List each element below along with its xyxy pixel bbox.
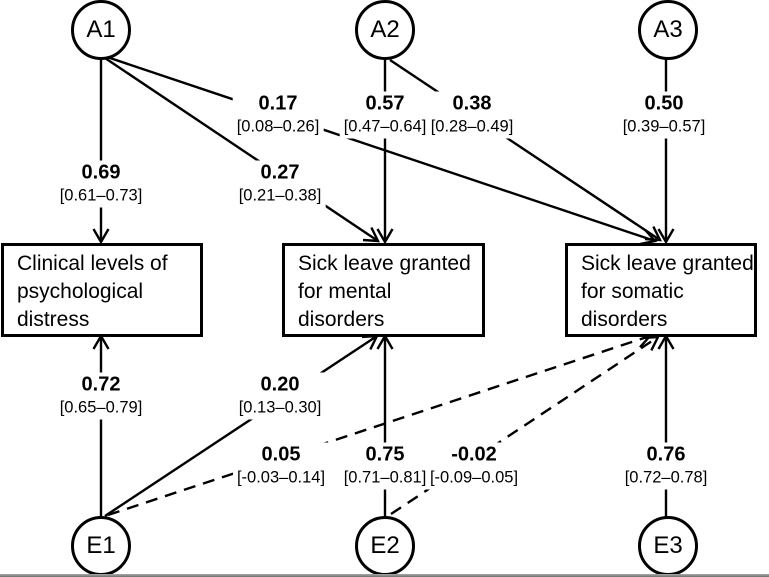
estimate-value: 0.72 <box>81 373 121 396</box>
confidence-interval: [-0.09–0.05] <box>429 468 519 487</box>
confidence-interval: [0.61–0.73] <box>59 186 143 205</box>
path-label-e2-mental: 0.75 [0.71–0.81] <box>339 442 431 490</box>
path-label-a1-somatic: 0.17 [0.08–0.26] <box>232 91 324 139</box>
path-a1-mental-line <box>104 57 380 243</box>
path-label-e2-somatic: -0.02 [-0.09–0.05] <box>425 442 523 490</box>
estimate-value: 0.57 <box>365 92 405 115</box>
estimate-value: 0.76 <box>646 443 686 466</box>
confidence-interval: [0.47–0.64] <box>343 117 427 136</box>
box-mental-line1: Sick leave granted <box>298 252 471 275</box>
confidence-interval: [-0.03–0.14] <box>236 468 326 487</box>
confidence-interval: [0.28–0.49] <box>430 117 514 136</box>
confidence-interval: [0.71–0.81] <box>343 468 427 487</box>
path-label-a1-distress: 0.69 [0.61–0.73] <box>55 160 147 208</box>
node-a3: A3 <box>638 0 698 60</box>
box-distress: Clinical levels of psychological distres… <box>1 243 203 337</box>
confidence-interval: [0.13–0.30] <box>238 398 322 417</box>
box-somatic-line2: for somatic <box>581 280 684 303</box>
path-label-e3-somatic: 0.76 [0.72–0.78] <box>620 442 712 490</box>
confidence-interval: [0.72–0.78] <box>624 468 708 487</box>
box-distress-line3: distress <box>17 308 90 331</box>
box-mental-line2: for mental <box>298 280 392 303</box>
box-somatic: Sick leave granted for somatic disorders <box>565 243 757 337</box>
estimate-value: -0.02 <box>451 443 497 466</box>
confidence-interval: [0.21–0.38] <box>238 186 322 205</box>
node-a1: A1 <box>71 0 131 60</box>
path-label-a3-somatic: 0.50 [0.39–0.57] <box>618 91 710 139</box>
path-label-a1-mental: 0.27 [0.21–0.38] <box>234 160 326 208</box>
path-e1-somatic-line <box>107 331 653 517</box>
path-e1-mental-line <box>104 334 380 518</box>
bottom-edge-strip <box>0 574 769 577</box>
path-label-e1-mental: 0.20 [0.13–0.30] <box>234 372 326 420</box>
estimate-value: 0.38 <box>452 92 492 115</box>
node-e3: E3 <box>638 516 698 576</box>
confidence-interval: [0.39–0.57] <box>622 117 706 136</box>
path-a1-somatic-line <box>106 55 658 246</box>
path-e2-somatic-line <box>390 335 661 516</box>
path-label-a2-somatic: 0.38 [0.28–0.49] <box>426 91 518 139</box>
box-distress-line1: Clinical levels of <box>17 252 168 275</box>
box-mental: Sick leave granted for mental disorders <box>282 243 485 337</box>
estimate-value: 0.69 <box>81 161 121 184</box>
node-e2: E2 <box>355 516 415 576</box>
box-somatic-line3: disorders <box>581 308 668 331</box>
confidence-interval: [0.65–0.79] <box>59 398 143 417</box>
estimate-value: 0.05 <box>261 443 301 466</box>
node-a2: A2 <box>355 0 415 60</box>
estimate-value: 0.50 <box>644 92 684 115</box>
estimate-value: 0.75 <box>365 443 405 466</box>
estimate-value: 0.27 <box>260 161 300 184</box>
path-a2-somatic-line <box>389 59 662 242</box>
path-label-e1-somatic: 0.05 [-0.03–0.14] <box>232 442 330 490</box>
box-distress-line2: psychological <box>17 280 144 303</box>
estimate-value: 0.20 <box>260 373 300 396</box>
estimate-value: 0.17 <box>258 92 298 115</box>
path-label-e1-distress: 0.72 [0.65–0.79] <box>55 372 147 420</box>
node-e1: E1 <box>71 516 131 576</box>
box-mental-line3: disorders <box>298 308 385 331</box>
path-label-a2-mental: 0.57 [0.47–0.64] <box>339 91 431 139</box>
box-somatic-line1: Sick leave granted <box>581 252 754 275</box>
confidence-interval: [0.08–0.26] <box>236 117 320 136</box>
